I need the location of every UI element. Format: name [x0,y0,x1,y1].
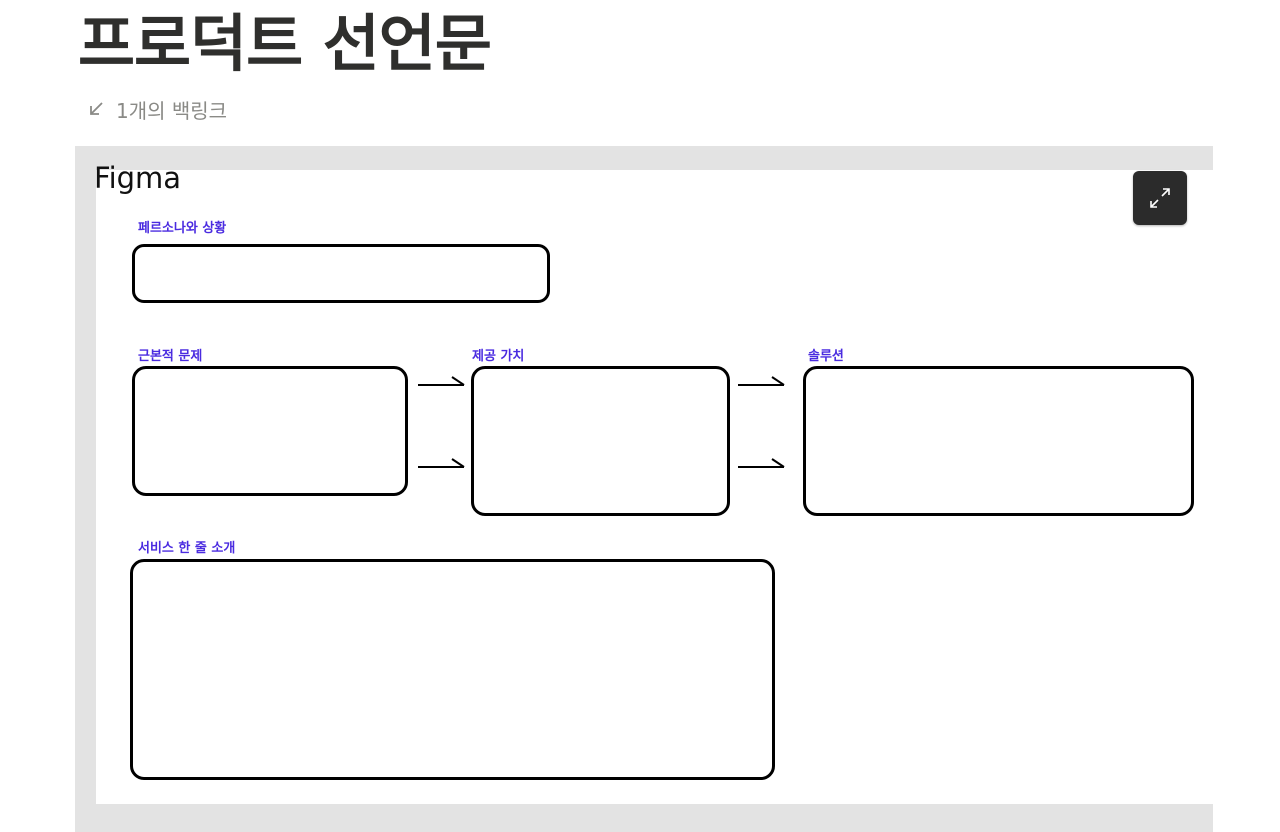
page-title: 프로덕트 선언문 [78,7,492,80]
expand-arrows-icon [1148,186,1172,210]
label-persona: 페르소나와 상황 [138,221,227,236]
label-solution: 솔루션 [808,349,844,364]
value-box[interactable] [471,366,730,516]
one-liner-box[interactable] [130,559,775,780]
label-one-liner: 서비스 한 줄 소개 [138,541,236,556]
label-value: 제공 가치 [472,349,525,364]
label-root-problem: 근본적 문제 [138,349,203,364]
figma-app-label: Figma [94,161,182,195]
backlinks-label: 1개의 백링크 [116,98,228,123]
root-problem-box[interactable] [132,366,408,496]
persona-box[interactable] [132,244,550,303]
arrow-right-icon [418,458,465,468]
backlinks-link[interactable]: 1개의 백링크 [86,94,227,124]
solution-box[interactable] [803,366,1194,516]
expand-button[interactable] [1133,171,1187,225]
arrow-down-left-icon [86,99,106,119]
arrow-right-icon [738,458,785,468]
arrow-right-icon [418,376,465,386]
arrow-right-icon [738,376,785,386]
